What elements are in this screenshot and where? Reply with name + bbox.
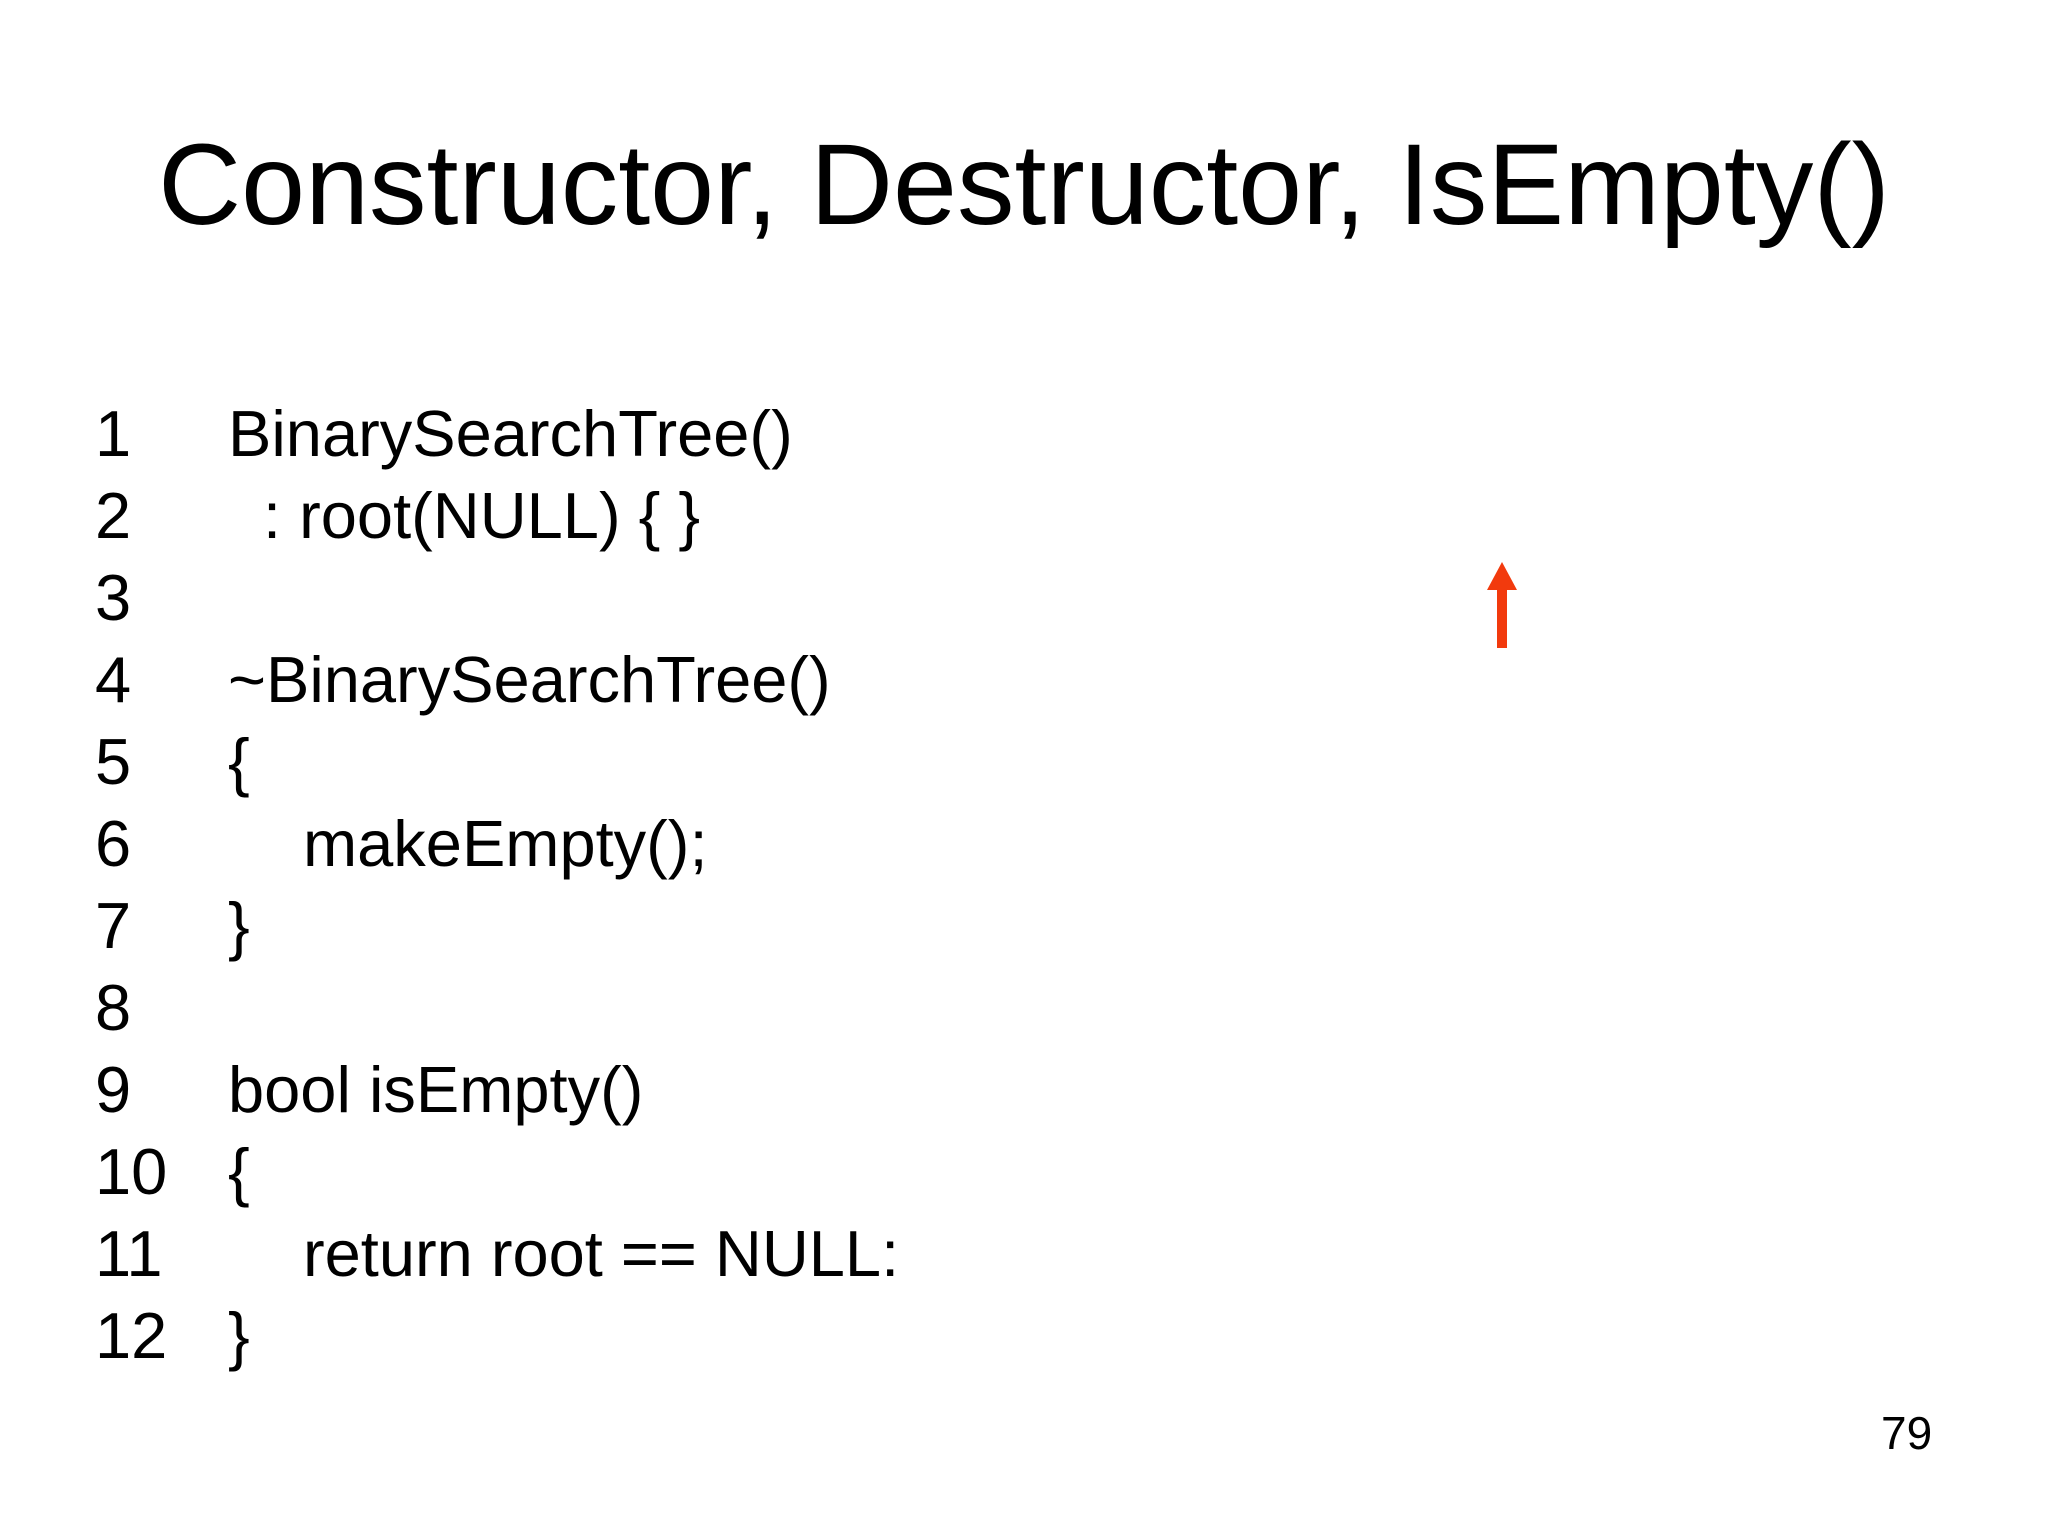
code-line: 6 makeEmpty(); [95, 803, 899, 885]
line-number: 12 [95, 1299, 168, 1372]
line-code-text: } [228, 1299, 250, 1372]
line-number: 5 [95, 725, 132, 798]
line-number: 2 [95, 479, 132, 552]
line-number: 8 [95, 971, 132, 1044]
code-line: 2 : root(NULL) { } [95, 475, 899, 557]
line-number: 3 [95, 561, 132, 634]
page-number: 79 [1881, 1407, 1933, 1459]
line-number: 1 [95, 397, 132, 470]
code-line: 12} [95, 1295, 899, 1377]
code-line: 1 BinarySearchTree() [95, 393, 899, 475]
up-arrow-shaft [1497, 590, 1507, 648]
up-arrow-head [1487, 562, 1517, 590]
line-code-text: return root == NULL: [303, 1217, 900, 1290]
line-code-text: bool isEmpty() [228, 1053, 644, 1126]
slide-title: Constructor, Destructor, IsEmpty() [158, 121, 1890, 249]
line-number: 9 [95, 1053, 132, 1126]
up-arrow-icon [1487, 562, 1517, 648]
line-code-text: { [228, 1135, 250, 1208]
code-line: 9 bool isEmpty() [95, 1049, 899, 1131]
line-code-text: BinarySearchTree() [228, 397, 793, 470]
code-line: 3 [95, 557, 899, 639]
code-listing: 1 BinarySearchTree() 2 : root(NULL) { } 3 4 ~B… [95, 393, 899, 1377]
line-code-text: : root(NULL) { } [263, 479, 701, 552]
code-line: 5{ [95, 721, 899, 803]
line-number: 10 [95, 1135, 168, 1208]
code-line: 10 { [95, 1131, 899, 1213]
code-line: 11 return root == NULL: [95, 1213, 899, 1295]
line-code-text: { [228, 725, 250, 798]
code-line: 4 ~BinarySearchTree() [95, 639, 899, 721]
line-code-text: } [228, 889, 250, 962]
line-code-text: makeEmpty(); [303, 807, 708, 880]
line-number: 6 [95, 807, 132, 880]
line-number: 11 [95, 1217, 163, 1290]
code-line: 8 [95, 967, 899, 1049]
line-code-text: ~BinarySearchTree() [228, 643, 831, 716]
line-number: 4 [95, 643, 132, 716]
line-number: 7 [95, 889, 132, 962]
code-line: 7} [95, 885, 899, 967]
